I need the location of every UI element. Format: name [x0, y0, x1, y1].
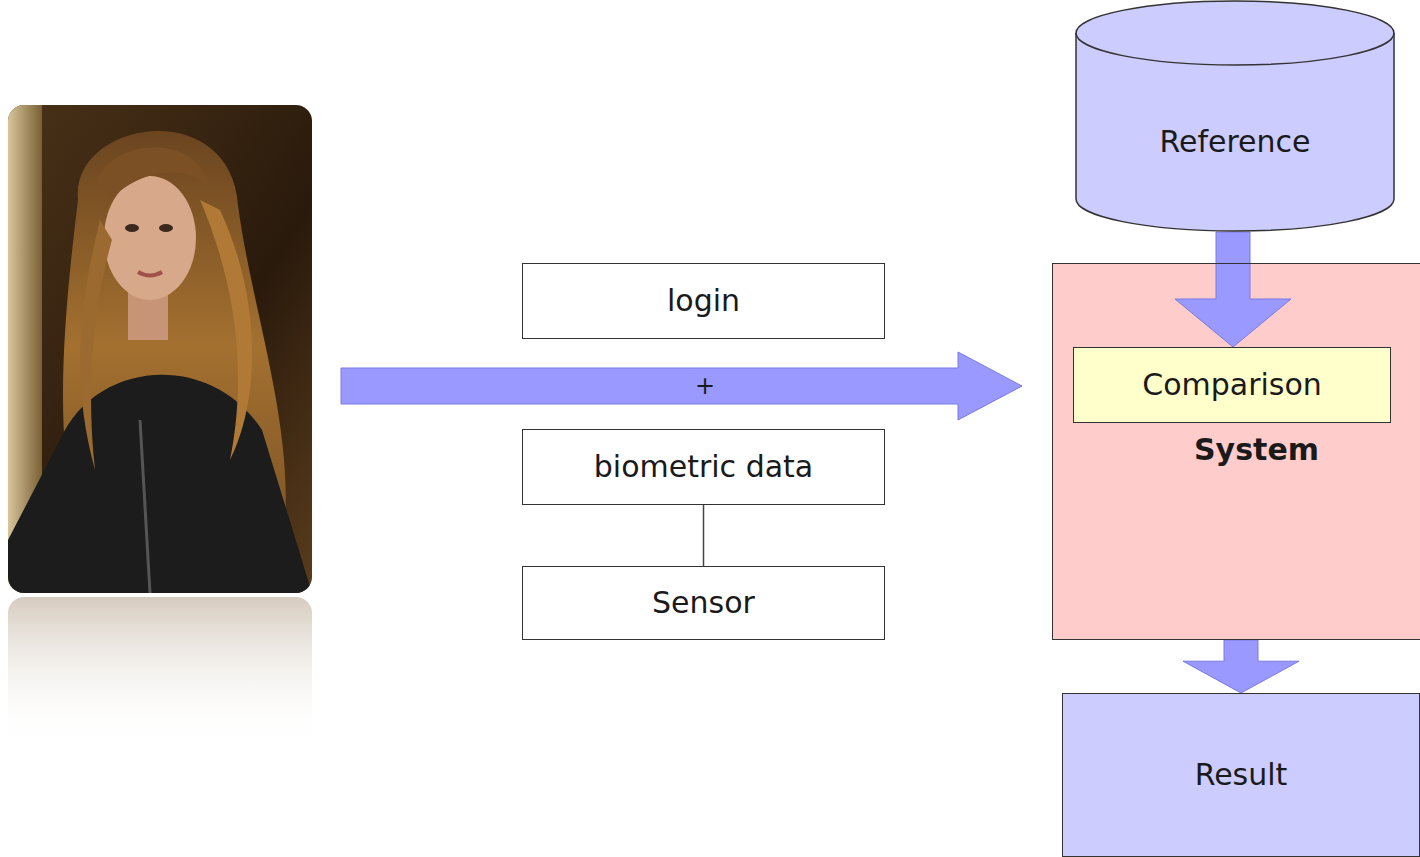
cylinder-rim [1076, 33, 1394, 65]
block-arrow [1175, 232, 1291, 347]
result-box: Result [1062, 693, 1420, 857]
comparison-box: Comparison [1073, 347, 1391, 423]
connector-line [703, 505, 705, 566]
node-text: login [667, 283, 740, 319]
biometric-data-box: biometric data [522, 429, 885, 505]
node-text: Sensor [652, 585, 755, 621]
reference-database: Reference [1075, 0, 1395, 232]
login-field: login [522, 263, 885, 339]
person-photo [8, 105, 312, 593]
node-text: Result [1195, 757, 1288, 793]
node-text: biometric data [594, 449, 813, 485]
input-arrow [341, 352, 1022, 420]
sensor-box: Sensor [522, 566, 885, 640]
photo-reflection [8, 597, 312, 747]
node-text: Comparison [1142, 367, 1322, 403]
cylinder-outline [1075, 0, 1395, 232]
plus-sign: + [691, 373, 719, 399]
system-box: System Comparison [1052, 263, 1420, 640]
block-arrow [1183, 640, 1299, 693]
node-text: System [1053, 432, 1420, 468]
node-text: Reference [1159, 124, 1310, 160]
cylinder-body [1076, 1, 1394, 231]
